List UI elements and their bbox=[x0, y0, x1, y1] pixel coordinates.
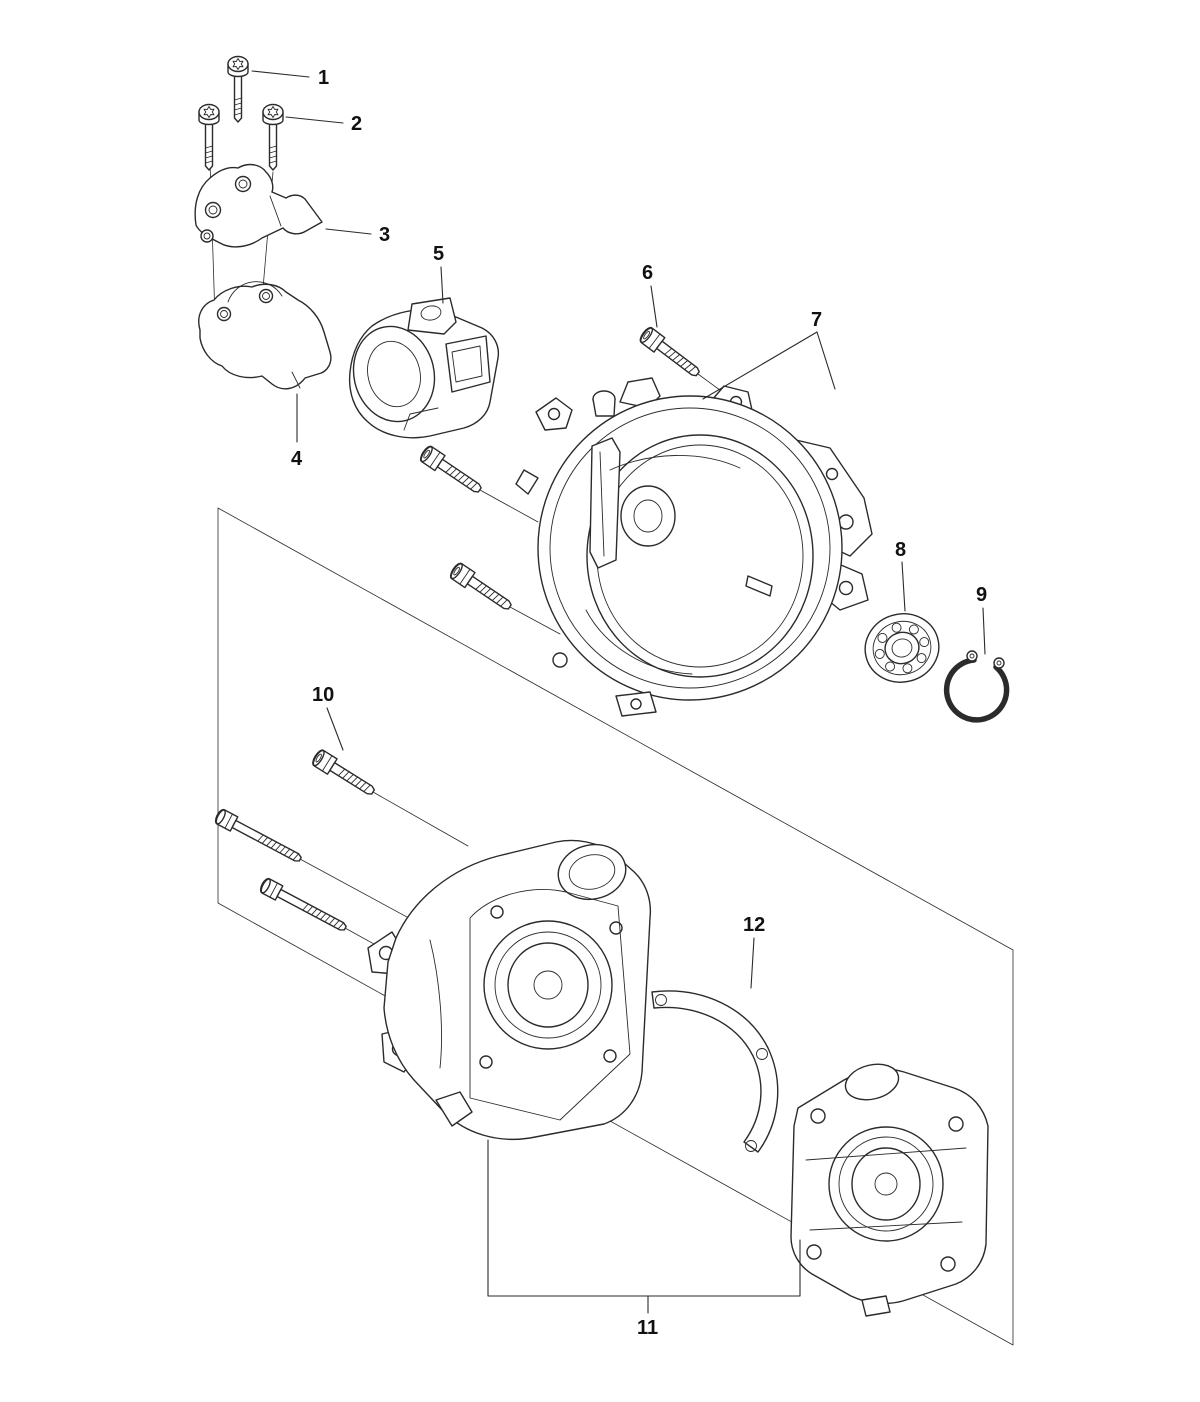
callout-8: 8 bbox=[895, 539, 906, 612]
part-10-screw bbox=[309, 747, 379, 801]
clamp-screw-left bbox=[198, 103, 220, 171]
callout-10: 10 bbox=[312, 684, 344, 751]
callout-11-label: 11 bbox=[637, 1317, 658, 1339]
callout-11: 11 bbox=[487, 1139, 801, 1339]
part-11-crankcase-right bbox=[790, 1063, 989, 1317]
callout-5: 5 bbox=[433, 243, 444, 304]
callout-9-label: 9 bbox=[976, 584, 987, 606]
callout-2: 2 bbox=[285, 113, 362, 135]
callout-7-label: 7 bbox=[811, 309, 822, 331]
callout-6-label: 6 bbox=[642, 262, 653, 284]
crankcase-bolt-b bbox=[257, 876, 350, 936]
callout-1-label: 1 bbox=[318, 67, 329, 89]
part-8-bearing bbox=[864, 613, 940, 683]
callout-9: 9 bbox=[976, 584, 987, 655]
callout-6: 6 bbox=[642, 262, 658, 328]
part-6-screw bbox=[637, 324, 704, 382]
part-2-screw bbox=[262, 103, 284, 171]
part-5-clutch-housing bbox=[348, 297, 500, 439]
part-3-clamp-upper bbox=[194, 163, 323, 248]
crankcase-bolt-a bbox=[212, 807, 305, 867]
callout-12-label: 12 bbox=[743, 914, 765, 936]
part-9-circlip bbox=[943, 650, 1010, 723]
callouts: 1 2 3 4 5 6 7 8 bbox=[251, 67, 987, 1339]
part-11-crankcase-left bbox=[367, 839, 652, 1141]
callout-3: 3 bbox=[325, 224, 390, 246]
part-7-clutch-cover bbox=[515, 377, 873, 717]
callout-12: 12 bbox=[743, 914, 765, 989]
callout-2-label: 2 bbox=[351, 113, 362, 135]
cover-screw-b bbox=[447, 560, 516, 616]
callout-5-label: 5 bbox=[433, 243, 444, 265]
cover-screw-a bbox=[417, 443, 486, 499]
callout-4-label: 4 bbox=[291, 448, 303, 470]
callout-7: 7 bbox=[702, 309, 836, 400]
callout-4: 4 bbox=[291, 393, 303, 470]
callout-8-label: 8 bbox=[895, 539, 906, 561]
callout-3-label: 3 bbox=[379, 224, 390, 246]
assembly-plane-outline bbox=[217, 507, 1014, 1346]
part-4-clamp-lower bbox=[198, 281, 332, 390]
part-1-screw bbox=[227, 55, 249, 123]
callout-1: 1 bbox=[251, 67, 329, 89]
part-12-gasket bbox=[651, 990, 779, 1153]
callout-10-label: 10 bbox=[312, 684, 334, 706]
